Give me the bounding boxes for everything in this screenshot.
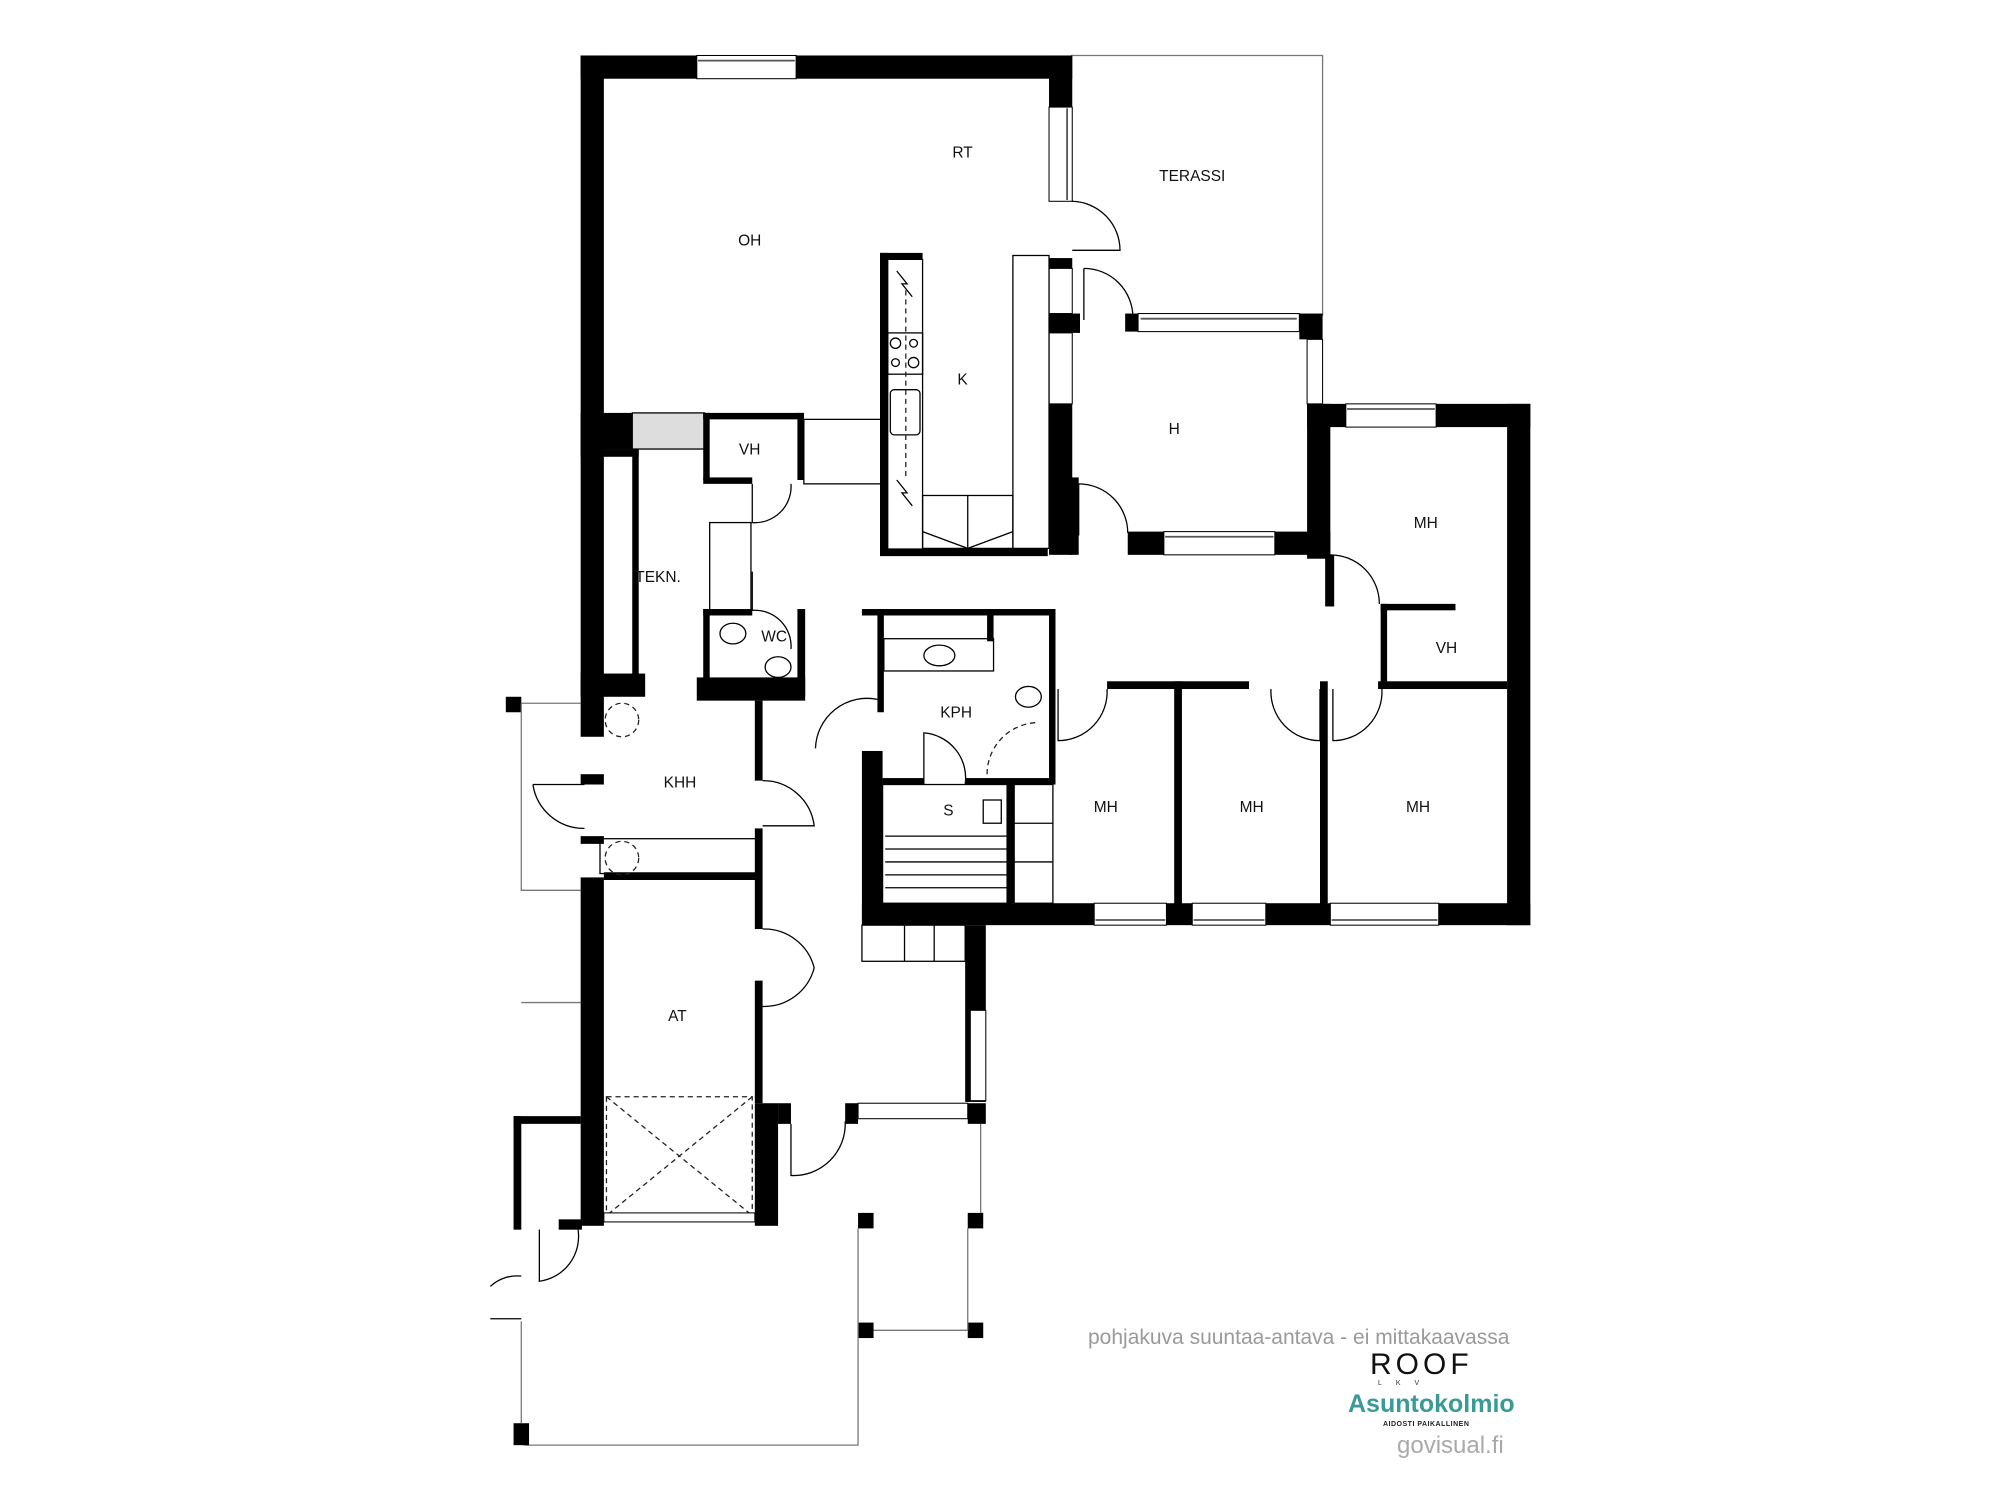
service-rooms bbox=[580, 412, 882, 701]
room-label-s: S bbox=[943, 803, 953, 820]
room-label-terassi: TERASSI bbox=[1159, 168, 1225, 185]
asuntokolmio-tagline: AIDOSTI PAIKALLINEN bbox=[1383, 1421, 1470, 1428]
room-label-khh: KHH bbox=[664, 774, 697, 791]
room-label-mh-1: MH bbox=[1414, 515, 1438, 532]
scale-disclaimer: pohjakuva suuntaa-antava - ei mittakaava… bbox=[1088, 1326, 1510, 1349]
room-label-mh-4: MH bbox=[1406, 799, 1430, 816]
room-label-kitchen: K bbox=[957, 372, 968, 389]
door-swings bbox=[986, 200, 1383, 775]
room-label-mh-2: MH bbox=[1094, 799, 1118, 816]
terrace-outline bbox=[1070, 54, 1324, 317]
room-label-at: AT bbox=[668, 1008, 687, 1025]
roof-logo: ROOF bbox=[1370, 1348, 1473, 1381]
exterior-walls bbox=[580, 54, 1531, 926]
govisual-credit: govisual.fi bbox=[1397, 1432, 1504, 1459]
room-label-wc: WC bbox=[761, 629, 787, 646]
room-label-tekn: TEKN. bbox=[635, 569, 681, 586]
room-label-vh: VH bbox=[739, 441, 761, 458]
room-label-kph: KPH bbox=[940, 705, 972, 722]
room-label-rt: RT bbox=[952, 145, 973, 162]
utility-garage bbox=[505, 694, 815, 1226]
room-label-vh-2: VH bbox=[1436, 640, 1458, 657]
bathroom-sauna bbox=[814, 609, 1056, 1102]
entry-porch bbox=[489, 1102, 986, 1446]
room-label-oh: OH bbox=[738, 232, 761, 249]
kitchen-counters bbox=[880, 252, 1050, 557]
room-labels: OH RT TERASSI K H VH TEKN. WC KPH MH VH … bbox=[635, 145, 1457, 1025]
roof-logo-sub: LKV bbox=[1378, 1380, 1434, 1387]
room-label-h: H bbox=[1169, 421, 1180, 438]
asuntokolmio-logo: Asuntokolmio bbox=[1348, 1390, 1515, 1418]
room-label-mh-3: MH bbox=[1240, 799, 1264, 816]
